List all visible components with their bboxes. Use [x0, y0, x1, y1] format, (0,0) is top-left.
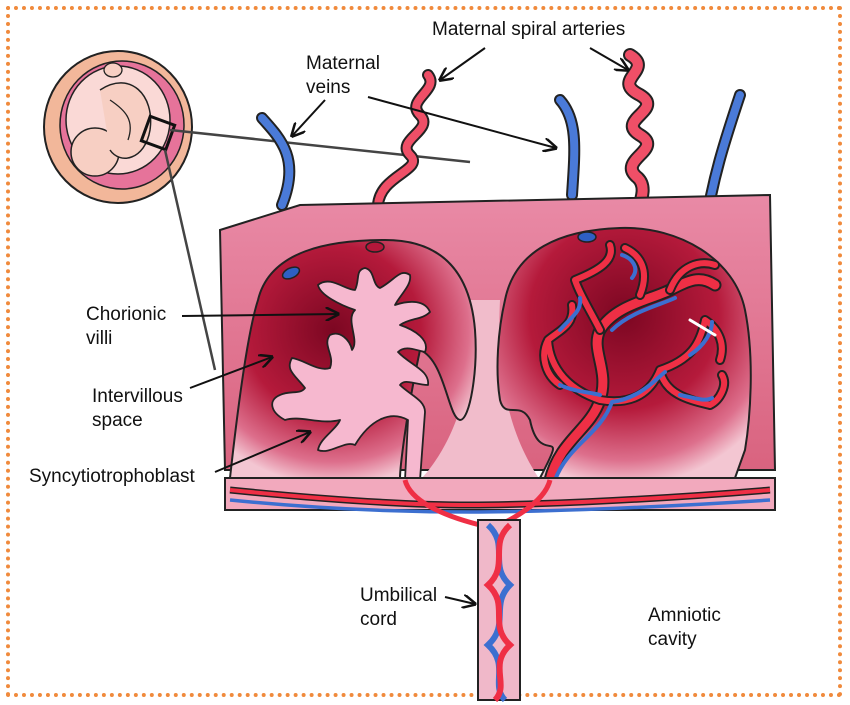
label-arrows	[181, 47, 628, 604]
right-villi	[539, 240, 730, 487]
label-syncytiotrophoblast: Syncytiotrophoblast	[29, 466, 195, 487]
label-maternal-spiral-arteries: Maternal spiral arteries	[432, 19, 626, 40]
label-maternal-veins: Maternal veins	[306, 53, 380, 98]
zoom-line-bottom	[163, 149, 217, 371]
label-chorionic-villi: Chorionic villi	[86, 304, 167, 349]
pregnancy-inset	[43, 50, 193, 204]
dotted-border	[6, 6, 842, 697]
label-intervillous-space: Intervillous space	[92, 386, 183, 431]
left-villi	[271, 267, 431, 481]
label-amniotic-cavity: Amniotic cavity	[648, 605, 721, 650]
zoom-line-top	[169, 128, 471, 164]
umbilical-cord	[477, 519, 521, 703]
right-lobe	[496, 226, 752, 479]
inset-zoom-box	[139, 114, 177, 152]
label-umbilical-cord: Umbilical cord	[360, 585, 438, 630]
